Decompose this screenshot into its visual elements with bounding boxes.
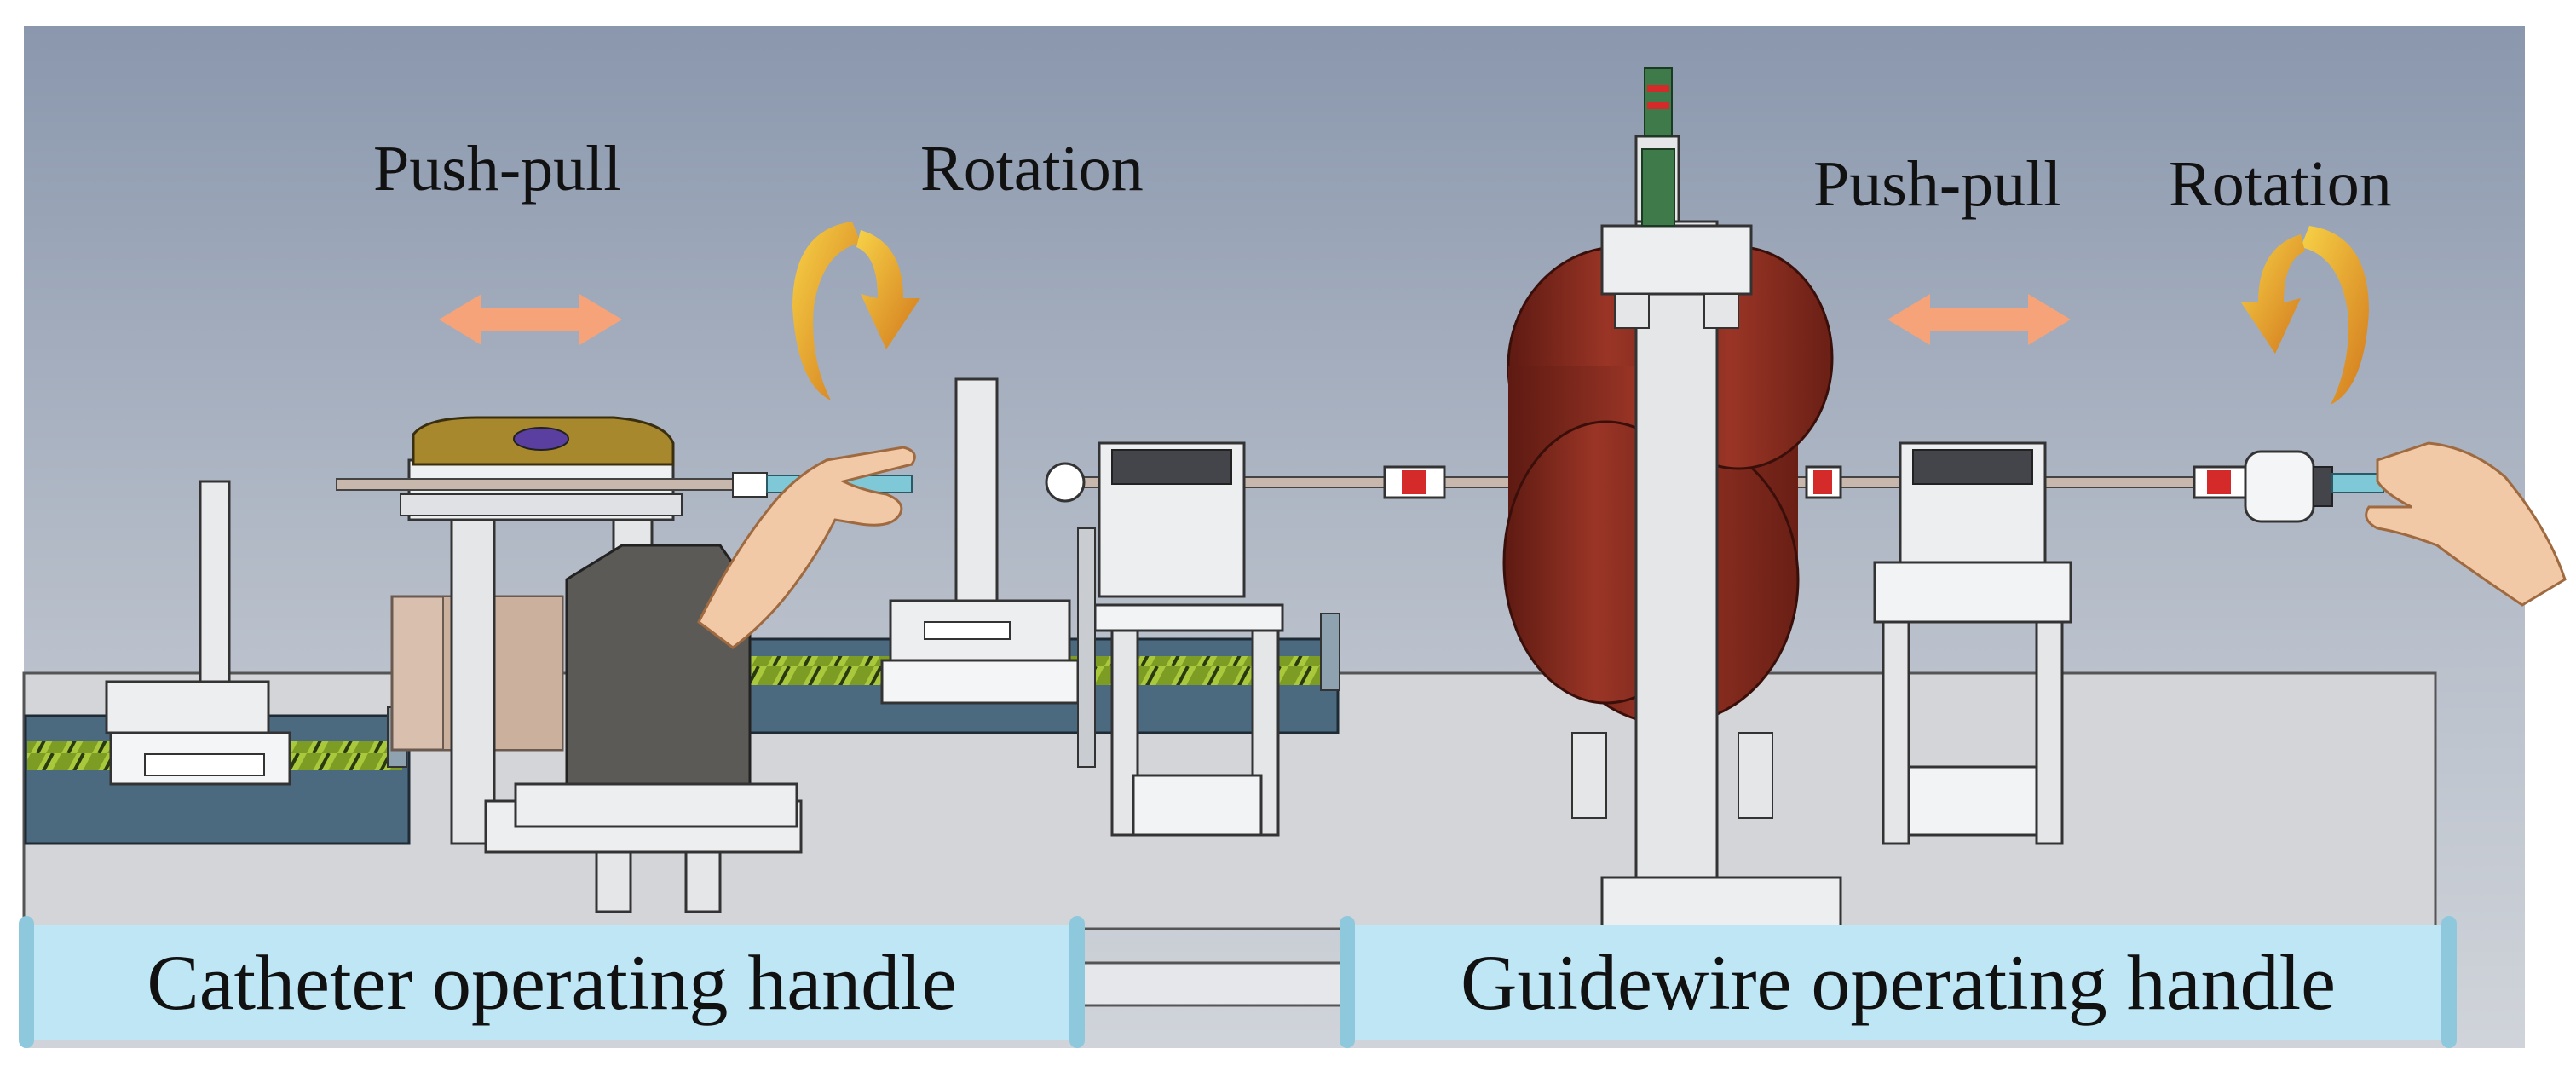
guidewire-push-pull-label: Push-pull [1813,148,2062,220]
banner-curl-left [19,916,34,1048]
catheter-push-pull-label: Push-pull [373,133,622,205]
guidewire-push-pull-arrow [1887,294,2071,345]
banner-curl-right [2441,916,2457,1048]
catheter-handle-caption: Catheter operating handle [19,916,1085,1048]
left-operator-hand [697,446,916,649]
catheter-handle-caption-text: Catheter operating handle [147,938,957,1026]
guidewire-handle-caption: Guidewire operating handle [1340,916,2457,1048]
guidewire-rotation-icon [2241,226,2369,405]
gray-handle-housing [514,544,798,828]
guidewire-clamp-1 [1077,441,1284,837]
guidewire-rotation-knob [2244,450,2384,523]
catheter-rotation-label: Rotation [920,133,1144,205]
guidewire-rotation-label: Rotation [2169,148,2392,220]
catheter-rotation-stand [880,377,1080,705]
guidewire-handle-caption-text: Guidewire operating handle [1461,938,2336,1026]
guidewire-clamp-2 [1873,441,2072,845]
banner-curl-left [1340,916,1355,1048]
banner-curl-right [1069,916,1085,1048]
catheter-rotation-icon [792,222,920,400]
catheter-carriage-left [105,480,291,786]
red-couplers [1383,465,2247,499]
catheter-push-pull-arrow [439,294,622,345]
right-operator-hand [2365,441,2567,607]
